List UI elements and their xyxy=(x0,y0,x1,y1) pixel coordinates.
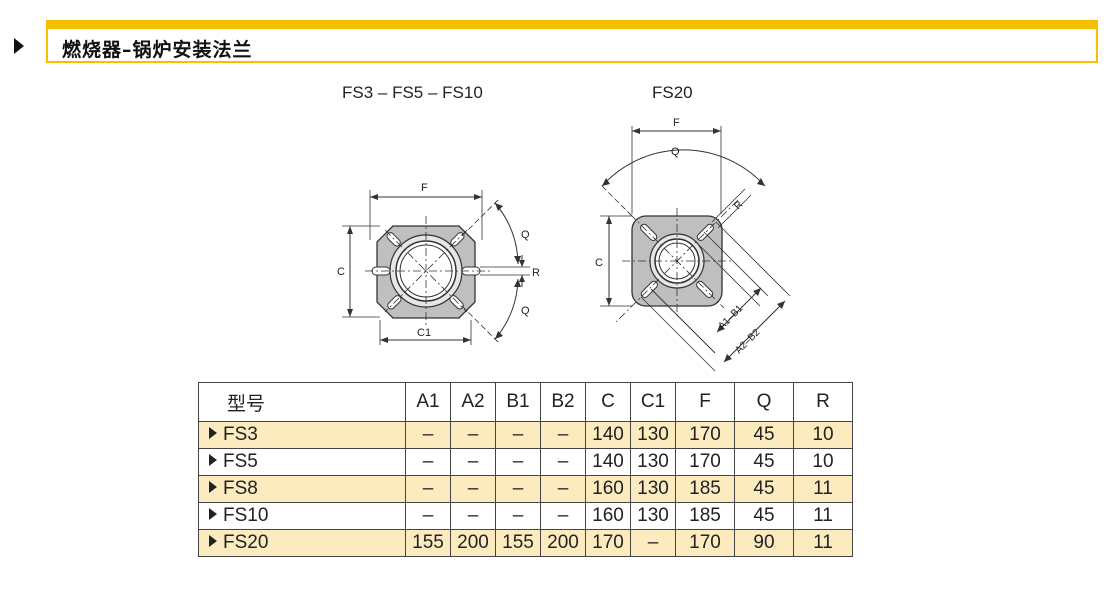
cell: – xyxy=(540,475,586,503)
cell: 160 xyxy=(585,502,631,530)
row-arrow-icon xyxy=(209,480,217,493)
cell: – xyxy=(450,502,496,530)
section-arrow-icon xyxy=(14,38,24,54)
cell: – xyxy=(495,502,541,530)
left-dim-r: R xyxy=(532,267,540,279)
row-arrow-icon xyxy=(209,426,217,439)
cell: 11 xyxy=(793,529,853,557)
cell: 185 xyxy=(675,502,735,530)
col-header-b2: B2 xyxy=(540,382,586,422)
col-header-f: F xyxy=(675,382,735,422)
cell: 140 xyxy=(585,421,631,449)
cell: 170 xyxy=(675,421,735,449)
cell: 45 xyxy=(734,502,794,530)
cell: – xyxy=(405,475,451,503)
row-model: FS5 xyxy=(198,448,406,476)
col-header-b1: B1 xyxy=(495,382,541,422)
right-figure-label: FS20 xyxy=(652,83,693,102)
cell: – xyxy=(450,421,496,449)
cell: 170 xyxy=(585,529,631,557)
cell: 160 xyxy=(585,475,631,503)
cell: 11 xyxy=(793,502,853,530)
cell: – xyxy=(630,529,676,557)
row-arrow-icon xyxy=(209,453,217,466)
cell: 130 xyxy=(630,502,676,530)
left-dim-f: F xyxy=(421,182,428,194)
cell: – xyxy=(450,448,496,476)
left-dim-q-top: Q xyxy=(521,229,530,241)
cell: 11 xyxy=(793,475,853,503)
row-model: FS20 xyxy=(198,529,406,557)
row-model: FS10 xyxy=(198,502,406,530)
right-flange-drawing xyxy=(600,126,791,372)
cell: 10 xyxy=(793,448,853,476)
col-header-c1: C1 xyxy=(630,382,676,422)
table-row: FS3 – – – – 140 130 170 45 10 xyxy=(198,421,853,449)
cell: 10 xyxy=(793,421,853,449)
cell: 130 xyxy=(630,475,676,503)
left-dim-q-bottom: Q xyxy=(521,305,530,317)
cell: – xyxy=(405,448,451,476)
cell: 45 xyxy=(734,448,794,476)
col-header-q: Q xyxy=(734,382,794,422)
cell: – xyxy=(495,475,541,503)
left-figure-label: FS3 – FS5 – FS10 xyxy=(342,83,483,102)
cell: – xyxy=(450,475,496,503)
cell: – xyxy=(540,502,586,530)
cell: 130 xyxy=(630,421,676,449)
table-row: FS8 – – – – 160 130 185 45 11 xyxy=(198,475,853,503)
col-header-r: R xyxy=(793,382,853,422)
cell: 200 xyxy=(450,529,496,557)
table-header-row: 型号 A1 A2 B1 B2 C C1 F Q R xyxy=(198,382,853,422)
cell: 45 xyxy=(734,421,794,449)
cell: 90 xyxy=(734,529,794,557)
cell: – xyxy=(495,448,541,476)
col-header-a1: A1 xyxy=(405,382,451,422)
cell: – xyxy=(405,502,451,530)
left-dim-c1: C1 xyxy=(417,327,431,339)
row-arrow-icon xyxy=(209,507,217,520)
cell: 155 xyxy=(495,529,541,557)
header-box: 燃烧器–锅炉安装法兰 xyxy=(46,29,1098,63)
cell: 155 xyxy=(405,529,451,557)
cell: 130 xyxy=(630,448,676,476)
right-dim-f: F xyxy=(673,117,680,129)
table-row: FS5 – – – – 140 130 170 45 10 xyxy=(198,448,853,476)
col-header-c: C xyxy=(585,382,631,422)
section-title: 燃烧器–锅炉安装法兰 xyxy=(62,39,253,61)
cell: 45 xyxy=(734,475,794,503)
table-row: FS20 155 200 155 200 170 – 170 90 11 xyxy=(198,529,853,557)
left-flange-drawing xyxy=(342,190,530,345)
cell: – xyxy=(540,448,586,476)
col-header-model: 型号 xyxy=(198,382,406,422)
cell: 140 xyxy=(585,448,631,476)
cell: – xyxy=(495,421,541,449)
row-arrow-icon xyxy=(209,534,217,547)
cell: – xyxy=(405,421,451,449)
right-dim-r: R xyxy=(732,199,745,212)
row-model: FS3 xyxy=(198,421,406,449)
cell: – xyxy=(540,421,586,449)
left-dim-c: C xyxy=(337,266,345,278)
spec-table: 型号 A1 A2 B1 B2 C C1 F Q R FS3 – – – – 14… xyxy=(198,382,853,557)
right-dim-a2b2: A2–B2 xyxy=(733,327,762,356)
col-header-a2: A2 xyxy=(450,382,496,422)
section-header: 燃烧器–锅炉安装法兰 xyxy=(46,20,1098,63)
cell: 170 xyxy=(675,529,735,557)
right-dim-a1b1: A1–B1 xyxy=(716,303,745,332)
row-model: FS8 xyxy=(198,475,406,503)
header-accent-bar xyxy=(46,20,1098,29)
right-dim-c: C xyxy=(595,257,603,269)
table-row: FS10 – – – – 160 130 185 45 11 xyxy=(198,502,853,530)
right-dim-q: Q xyxy=(671,146,680,158)
cell: 185 xyxy=(675,475,735,503)
cell: 200 xyxy=(540,529,586,557)
cell: 170 xyxy=(675,448,735,476)
